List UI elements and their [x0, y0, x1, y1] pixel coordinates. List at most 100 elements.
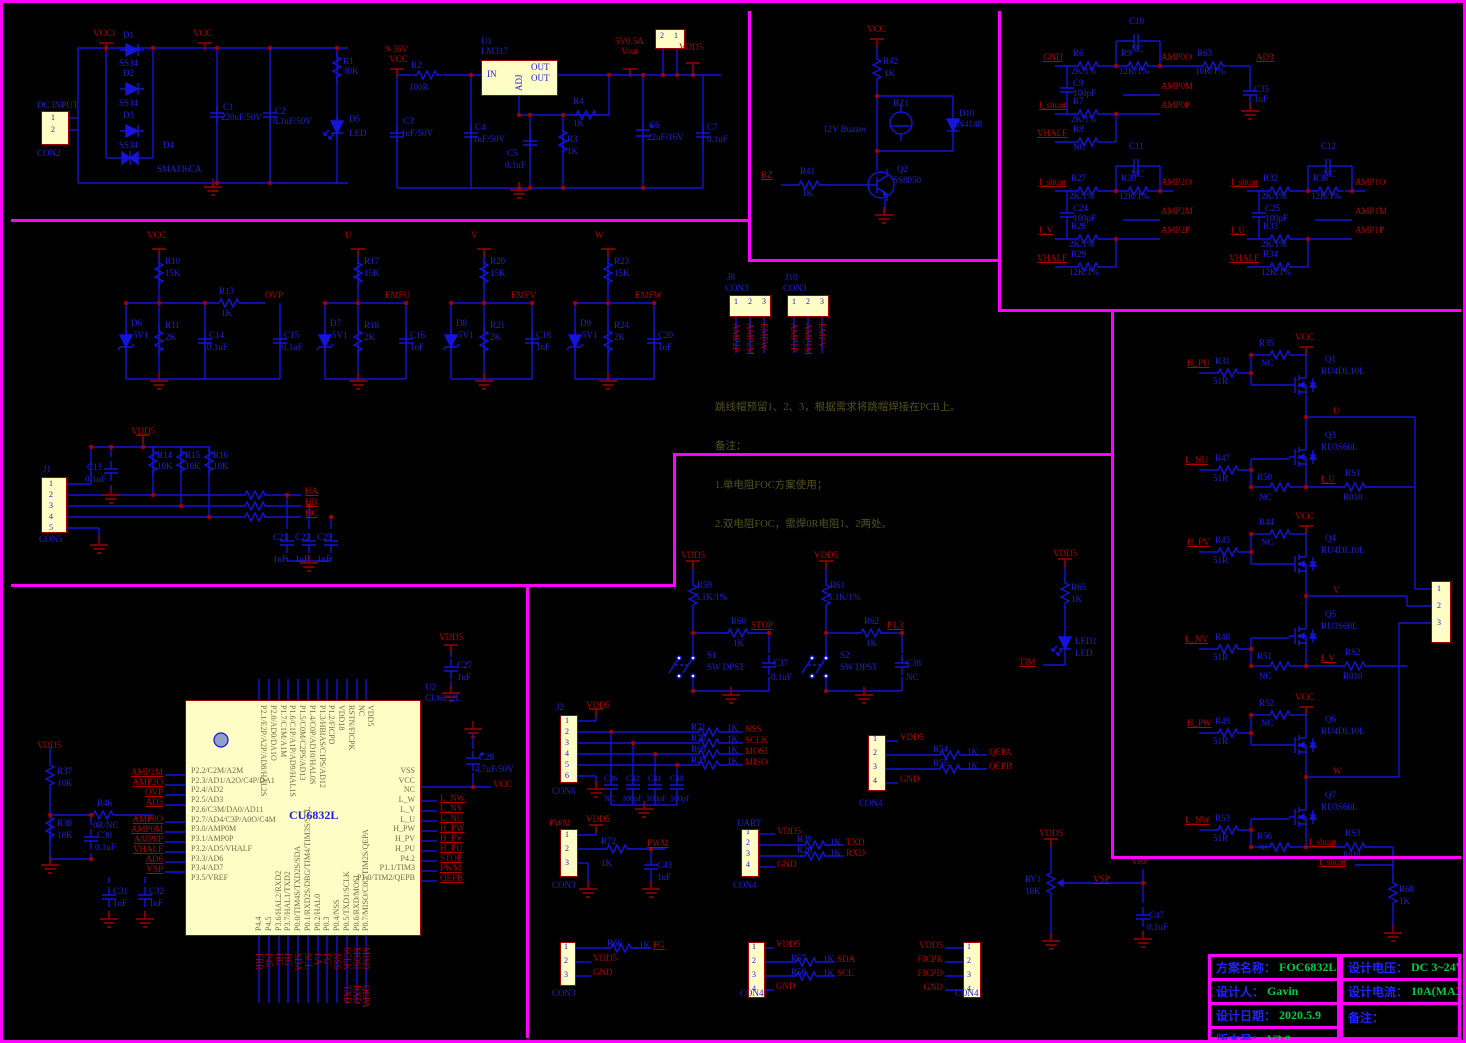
part-label: R1 — [343, 56, 354, 66]
junction-dot — [206, 514, 212, 520]
junction-dot — [284, 492, 290, 498]
zener-diode[interactable] — [566, 328, 584, 354]
ground-icon — [634, 800, 654, 818]
pwm-connector[interactable] — [560, 829, 578, 877]
net-label: HG — [283, 953, 293, 966]
mosfet[interactable] — [1288, 366, 1317, 404]
mosfet[interactable] — [1288, 438, 1317, 476]
resistor[interactable] — [239, 490, 271, 500]
switch[interactable] — [801, 652, 829, 682]
part-label: LED — [349, 128, 367, 138]
part-label: SS34 — [119, 58, 139, 68]
zener-diode[interactable] — [117, 328, 135, 354]
net-label: VCC — [193, 28, 212, 38]
ground-icon — [89, 536, 109, 554]
part-label: R23 — [614, 256, 630, 266]
part-label: 1K — [802, 188, 813, 198]
mosfet[interactable] — [1288, 798, 1317, 836]
part-label: 1K — [727, 734, 738, 744]
resistor[interactable] — [722, 628, 754, 638]
jumper-j10[interactable] — [787, 295, 829, 317]
resistor[interactable] — [1264, 482, 1296, 492]
tvs-diode[interactable] — [115, 150, 145, 166]
section-divider — [998, 309, 1461, 312]
ground-icon — [101, 486, 121, 504]
capacitor[interactable] — [103, 460, 119, 482]
net-label: AMP0M — [130, 824, 163, 834]
resistor[interactable] — [1060, 577, 1070, 609]
project-name-label: 方案名称： — [1216, 961, 1277, 975]
header-2pin[interactable] — [655, 29, 685, 49]
diode[interactable] — [119, 82, 145, 96]
mosfet[interactable] — [1288, 726, 1317, 764]
part-label: R69 — [691, 744, 707, 754]
junction-dot — [640, 185, 646, 191]
junction-dot — [88, 444, 94, 450]
fg-connector[interactable] — [560, 942, 576, 986]
resistor[interactable] — [213, 298, 245, 308]
net-label: VDD5 — [900, 732, 924, 742]
part-label: CON5 — [39, 534, 63, 544]
resistor[interactable] — [239, 512, 271, 522]
capacitor[interactable] — [443, 658, 459, 680]
diode[interactable] — [119, 43, 145, 57]
potentiometer[interactable] — [1046, 866, 1066, 900]
mosfet[interactable] — [1288, 545, 1317, 583]
switch[interactable] — [668, 652, 696, 682]
resistor[interactable] — [601, 844, 633, 854]
capacitor[interactable] — [643, 856, 659, 878]
resistor[interactable] — [872, 53, 882, 85]
capacitor[interactable] — [1059, 79, 1075, 101]
diode[interactable] — [119, 124, 145, 138]
dc-input-connector[interactable] — [41, 111, 69, 145]
resistor[interactable] — [411, 70, 443, 80]
jumper-j8[interactable] — [729, 295, 771, 317]
resistor[interactable] — [1339, 482, 1371, 492]
part-label: 3 — [762, 297, 766, 306]
part-label: R47 — [1215, 453, 1231, 463]
buzzer[interactable] — [889, 104, 913, 142]
part-label: R57 — [791, 953, 807, 963]
part-label: DC INPUT — [37, 100, 79, 110]
part-label: 3 — [873, 762, 877, 771]
resistor[interactable] — [1388, 877, 1398, 909]
zener-diode[interactable] — [442, 328, 460, 354]
ground-icon — [641, 880, 661, 898]
motor-connector[interactable] — [1431, 581, 1451, 643]
uart-connector[interactable] — [741, 829, 759, 877]
net-label: SDA — [293, 953, 303, 972]
junction-dot — [560, 185, 566, 191]
led[interactable] — [1051, 630, 1072, 656]
part-label: R34 — [1263, 249, 1279, 259]
led[interactable] — [323, 114, 344, 140]
npn-transistor[interactable] — [867, 168, 895, 202]
pin-label: NC — [403, 785, 415, 794]
lm317-regulator[interactable] — [481, 60, 558, 96]
encoder-connector[interactable] — [868, 735, 886, 791]
part-label: R43 — [1215, 535, 1231, 545]
section-divider — [11, 219, 748, 222]
section-divider — [526, 586, 529, 1038]
zener-diode[interactable] — [316, 328, 334, 354]
mosfet[interactable] — [1288, 617, 1317, 655]
ground-icon — [1041, 932, 1061, 950]
resistor[interactable] — [45, 759, 55, 791]
hall-connector[interactable] — [41, 477, 67, 533]
pin-label: P2.0/AD0/DA1O — [269, 705, 278, 761]
spi-connector[interactable] — [560, 715, 578, 783]
resistor[interactable] — [855, 628, 887, 638]
version-label: 版本号： — [1216, 1033, 1265, 1043]
part-label: SS34 — [119, 98, 139, 108]
net-label: VDD5 — [586, 814, 610, 824]
part-label: LED1 — [1075, 636, 1097, 646]
part-label: C20 — [658, 330, 674, 340]
resistor[interactable] — [1264, 661, 1296, 671]
program-connector[interactable] — [963, 942, 981, 998]
resistor[interactable] — [1339, 661, 1371, 671]
i2c-connector[interactable] — [748, 942, 765, 998]
net-label: VCC — [493, 779, 512, 789]
part-label: 3 — [746, 849, 750, 858]
resistor[interactable] — [239, 501, 271, 511]
part-label: 12K/1% — [1119, 191, 1149, 201]
net-label: I_V — [1039, 225, 1053, 235]
